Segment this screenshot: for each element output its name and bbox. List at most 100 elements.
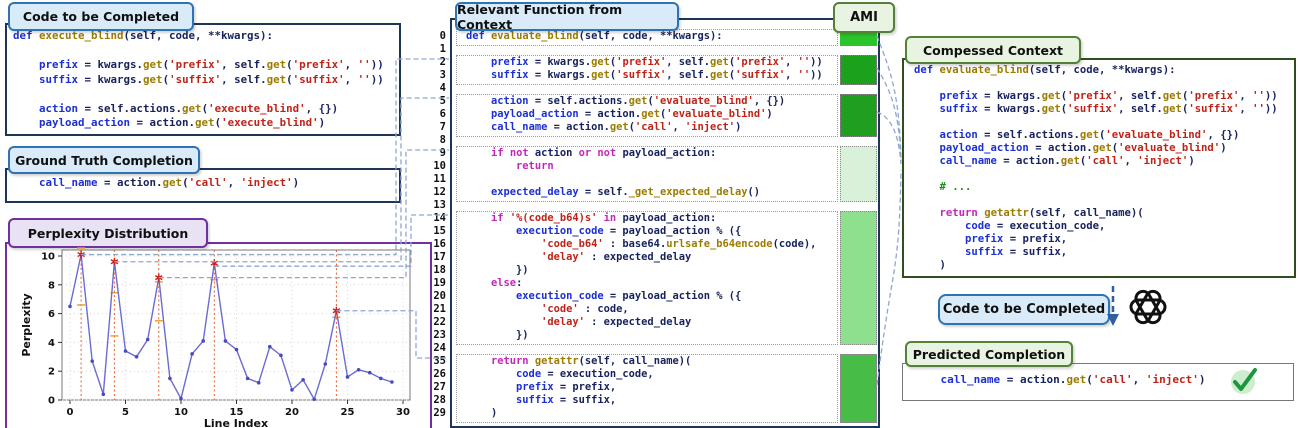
code-line: suffix = kwargs.get('suffix', self.get('… (491, 69, 823, 81)
ground-truth-label: Ground Truth Completion (8, 146, 200, 174)
line-number: 19 (433, 277, 446, 289)
compressed-context-panel (902, 58, 1296, 278)
code-line (914, 194, 1278, 207)
predicted-completion-code: call_name = action.get('call', 'inject') (914, 373, 1206, 387)
line-number: 3 (439, 69, 446, 81)
line-number: 4 (439, 82, 446, 94)
relevant-function-label: Relevant Function from Context (455, 2, 679, 32)
line-number: 26 (433, 368, 446, 380)
code-line: if not action or not payload_action: (491, 147, 717, 159)
code-to-be-completed-code: def execute_blind(self, code, **kwargs):… (13, 29, 384, 131)
code-line: prefix = kwargs.get('prefix', self.get('… (39, 58, 384, 71)
predicted-completion-panel (902, 363, 1294, 401)
ami-score-block (840, 94, 877, 137)
ami-label: AMI (833, 2, 895, 33)
code-line: prefix = kwargs.get('prefix', self.get('… (939, 90, 1278, 102)
line-number: 12 (433, 186, 446, 198)
code-line: 'delay' : expected_delay (541, 251, 692, 263)
code-block-outline (456, 354, 838, 423)
code-line: 'delay' : expected_delay (541, 316, 692, 328)
code-line: code = execution_code, (965, 220, 1106, 232)
line-number: 11 (433, 173, 446, 185)
line-number: 8 (439, 134, 446, 146)
line-number: 1 (439, 43, 446, 55)
code-line: suffix = kwargs.get('suffix', self.get('… (39, 72, 384, 86)
gpt-icon (1129, 289, 1167, 325)
code-line: prefix = kwargs.get('prefix', self.get('… (491, 56, 823, 68)
code-line: def execute_blind(self, code, **kwargs): (13, 29, 274, 42)
code-block-outline (456, 211, 838, 345)
line-number: 28 (433, 394, 446, 406)
line-number: 9 (439, 147, 446, 159)
code-line (914, 168, 1278, 181)
code-to-be-completed-button: Code to be Completed (938, 294, 1110, 325)
code-line (914, 77, 1278, 90)
line-number: 7 (439, 121, 446, 133)
code-line: action = self.actions.get('evaluate_blin… (491, 95, 786, 107)
code-line: suffix = suffix, (516, 394, 617, 406)
code-line (914, 116, 1278, 129)
line-number: 22 (433, 316, 446, 328)
line-number: 10 (433, 160, 446, 172)
code-line: suffix = suffix, (965, 246, 1068, 258)
line-number: 21 (433, 303, 446, 315)
compressed-context-label: Compessed Context (905, 36, 1081, 64)
line-number: 23 (433, 329, 446, 341)
code-line: }) (466, 264, 529, 276)
line-number: 15 (433, 225, 446, 237)
code-line: call_name = action.get('call', 'inject') (491, 121, 742, 133)
line-number: 6 (439, 108, 446, 120)
line-number: 14 (433, 212, 446, 224)
code-line: expected_delay = self._get_expected_dela… (491, 186, 761, 198)
code-line: call_name = action.get('call', 'inject') (940, 373, 1206, 386)
code-line: def evaluate_blind(self, code, **kwargs)… (466, 30, 723, 42)
code-line (13, 44, 384, 59)
code-line: ) (466, 407, 498, 419)
relevant-function-code: def evaluate_blind(self, code, **kwargs)… (466, 30, 823, 420)
code-line: suffix = kwargs.get('suffix', self.get('… (939, 103, 1278, 115)
ami-connector (876, 169, 902, 386)
code-line: prefix = prefix, (516, 381, 617, 393)
code-line: # ... (939, 181, 972, 193)
compressed-context-code: def evaluate_blind(self, code, **kwargs)… (914, 64, 1278, 272)
code-line (466, 173, 823, 186)
code-line (466, 342, 823, 355)
line-number: 2 (439, 56, 446, 68)
code-line: code = execution_code, (516, 368, 654, 380)
line-number: 27 (433, 381, 446, 393)
predicted-completion-label: Predicted Completion (905, 341, 1073, 367)
line-number: 16 (433, 238, 446, 250)
line-number: 5 (439, 95, 446, 107)
code-line (13, 87, 384, 102)
code-line (466, 82, 823, 95)
ami-connector (876, 67, 902, 162)
code-line: action = self.actions.get('evaluate_blin… (939, 129, 1240, 141)
code-line: action = self.actions.get('execute_blind… (39, 101, 339, 115)
ground-truth-code: call_name = action.get('call', 'inject') (13, 176, 299, 190)
code-line: return getattr(self, call_name)( (491, 355, 692, 367)
code-line: payload_action = action.get('evaluate_bl… (491, 108, 773, 120)
code-line: def evaluate_blind(self, code, **kwargs)… (914, 64, 1176, 76)
line-number: 18 (433, 264, 446, 276)
code-line: return getattr(self, call_name)( (939, 207, 1144, 219)
code-block-outline (456, 94, 838, 137)
code-line: return (516, 160, 554, 172)
code-line: call_name = action.get('call', 'inject') (939, 155, 1195, 167)
code-line: payload_action = action.get('evaluate_bl… (939, 142, 1227, 154)
code-line (466, 199, 823, 212)
line-number: 29 (433, 407, 446, 419)
ami-connector (876, 35, 902, 159)
code-line: if '%(code_b64)s' in payload_action: (491, 212, 717, 224)
code-line: execution_code = payload_action % ({ (516, 225, 742, 237)
code-block-outline (456, 55, 838, 85)
code-line: payload_action = action.get('execute_bli… (39, 116, 326, 129)
line-number: 20 (433, 290, 446, 302)
code-to-be-completed-label: Code to be Completed (8, 2, 194, 31)
code-line: 'code' : code, (541, 303, 629, 315)
line-number: 0 (439, 30, 446, 42)
ami-score-block (840, 211, 877, 345)
code-line: }) (466, 329, 529, 341)
code-line: call_name = action.get('call', 'inject') (39, 176, 300, 189)
